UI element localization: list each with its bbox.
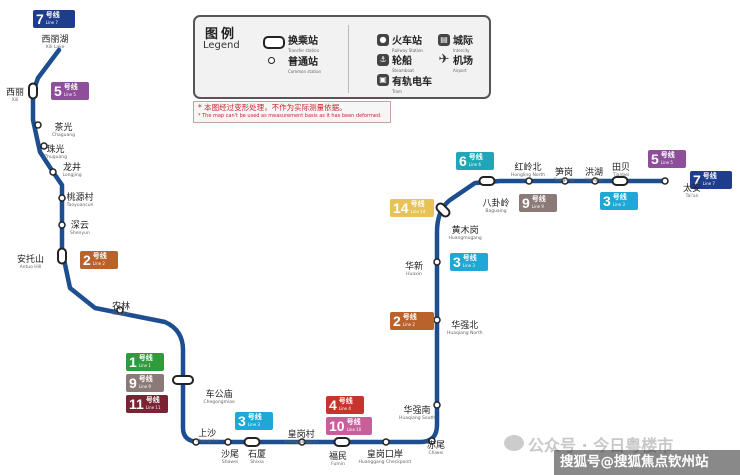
station-marker-huaxin (433, 258, 441, 266)
station-marker-shangsha (192, 438, 200, 446)
ferry-icon: ⚓ (377, 54, 389, 66)
station-marker-longjing (49, 168, 57, 176)
legend-title: 图例 (205, 27, 238, 42)
station-marker-huaqiangbei (433, 316, 441, 324)
station-marker-chegongmiao (172, 375, 194, 385)
station-marker-taoyuancun (58, 194, 66, 202)
station-marker-nonglin (116, 306, 124, 314)
station-marker-huanggangkouan (382, 438, 390, 446)
station-marker-shenyun (58, 221, 66, 229)
legend-subtitle: Legend (203, 40, 240, 51)
station-marker-honghu (591, 177, 599, 185)
station-marker-honglingbei (525, 177, 533, 185)
station-marker-sungang (561, 177, 569, 185)
disclaimer-en: * The map can't be used as measurement b… (198, 113, 382, 119)
common-station-icon (268, 57, 275, 64)
station-marker-tianbei (611, 176, 629, 186)
legend-divider (348, 25, 349, 93)
station-marker-xili (28, 82, 38, 100)
transfer-station-icon (263, 36, 285, 49)
station-marker-antuoshan (57, 247, 67, 265)
wechat-icon (504, 435, 524, 451)
station-marker-shawei (224, 438, 232, 446)
map-disclaimer: * 本图经过变形处理，不作为实际测量依据。 * The map can't be… (193, 101, 391, 123)
train-icon: ● (377, 34, 389, 46)
footer-banner: 搜狐号@搜狐焦点钦州站 (554, 450, 740, 475)
station-marker-futian (333, 437, 351, 447)
intercity-icon: ▤ (438, 34, 450, 46)
station-marker-taian (661, 177, 669, 185)
station-marker-chiwei (428, 437, 436, 445)
station-marker-shixia (243, 437, 261, 447)
station-marker-bagualing (478, 176, 496, 186)
station-marker-zhuguang (40, 142, 48, 150)
disclaimer-zh: * 本图经过变形处理，不作为实际测量依据。 (198, 103, 347, 112)
station-marker-huangmugang (435, 202, 451, 218)
station-marker-huaqiangnan (433, 401, 441, 409)
station-marker-huanggangcun (298, 438, 306, 446)
station-marker-chaguang (34, 121, 42, 129)
airplane-icon: ✈ (438, 52, 450, 67)
tram-icon: ▣ (377, 74, 389, 86)
